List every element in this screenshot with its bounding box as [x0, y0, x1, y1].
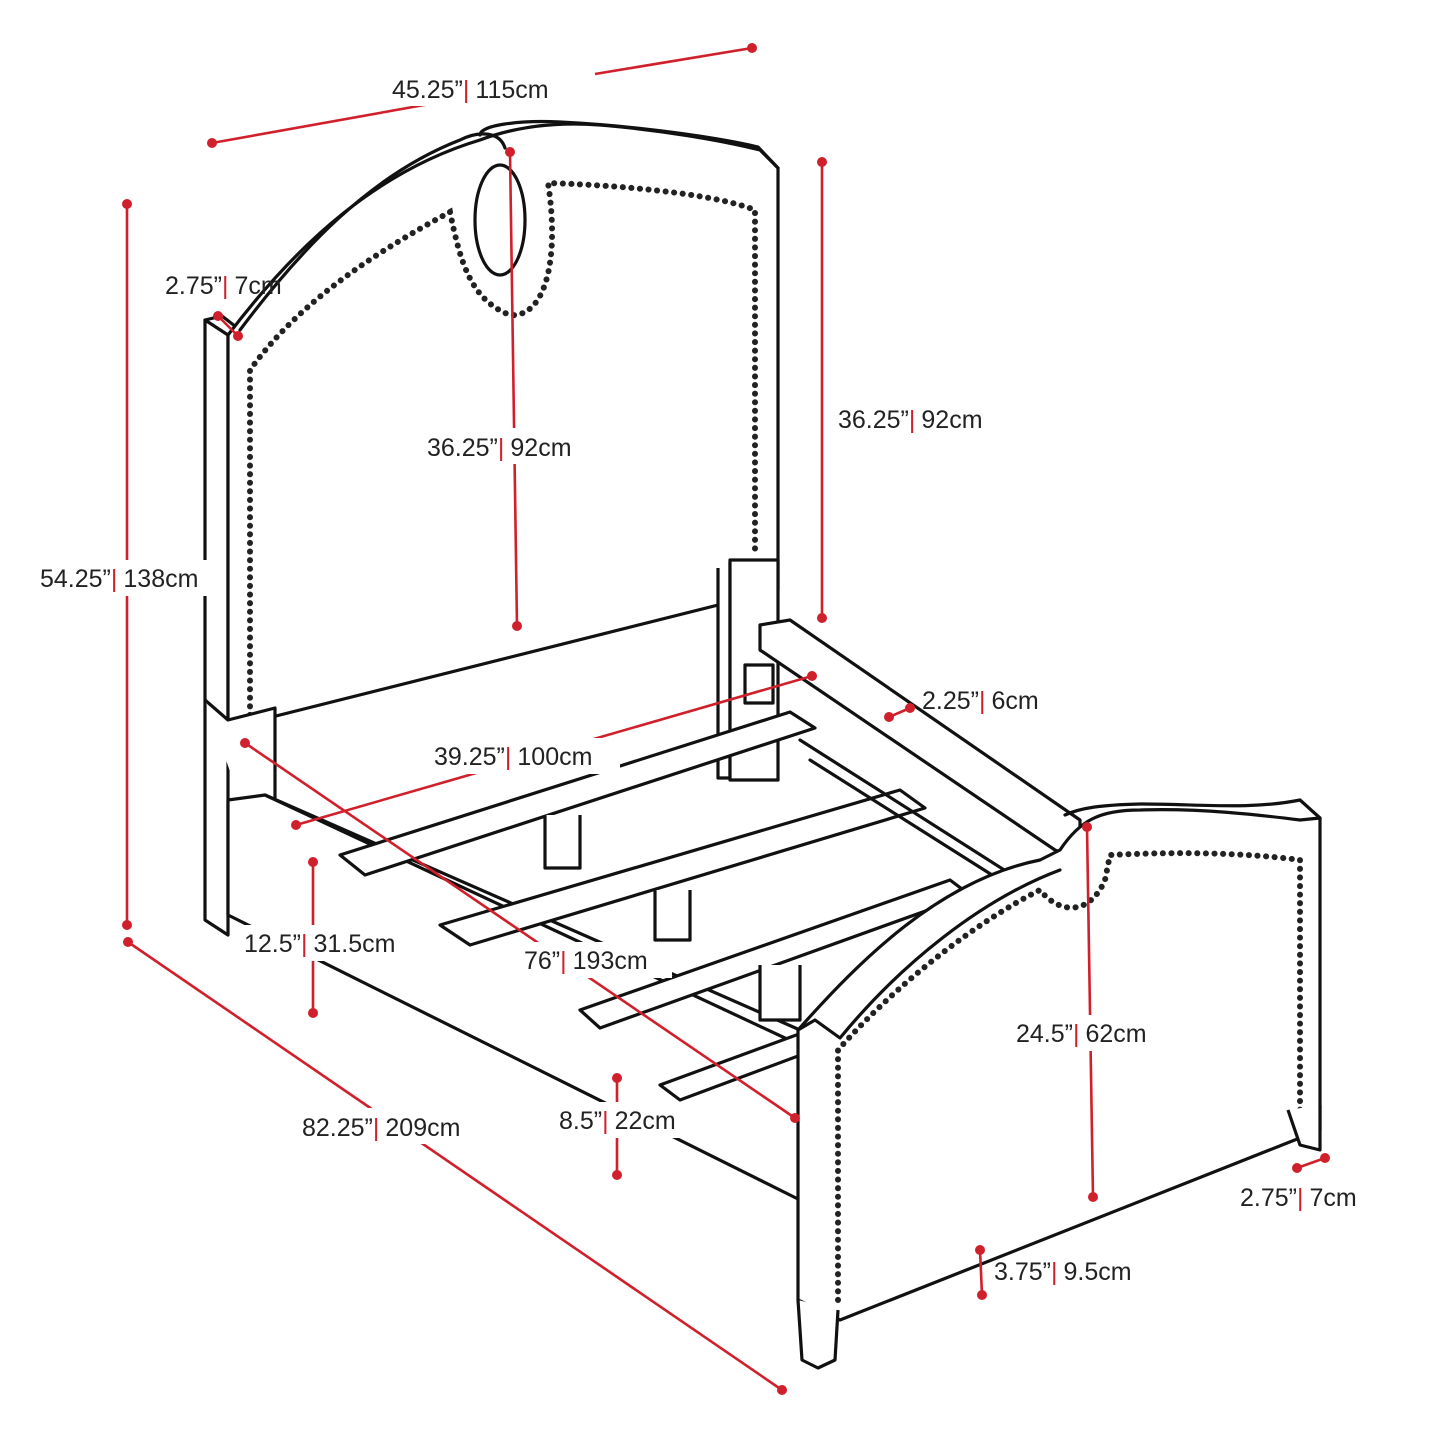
rail-bracket [743, 663, 775, 705]
headboard-left-post [203, 318, 230, 937]
leg-height-label: 3.75”|9.5cm [994, 1258, 1132, 1286]
center-support-beam [798, 738, 1022, 882]
footboard-height-label: 24.5”|62cm [1016, 1020, 1147, 1048]
slats [338, 710, 977, 1102]
footboard-nailhead-trim [835, 850, 1303, 1303]
headboard-scroll [473, 163, 527, 277]
bed-illustration [203, 120, 1322, 1370]
footboard-thickness-label: 2.75”|7cm [1240, 1184, 1357, 1212]
headboard-top-height-label: 36.25”|92cm [838, 406, 983, 434]
headboard-panel-height-label: 36.25”|92cm [427, 434, 572, 462]
headboard-thickness-label: 2.75”|7cm [165, 272, 282, 300]
overall-height-label: 54.25”|138cm [40, 565, 198, 593]
rail-height-label: 8.5”|22cm [559, 1107, 676, 1135]
footboard-top-edge [796, 798, 1322, 1040]
footboard-left-leg [796, 1299, 840, 1370]
footboard-panel [796, 808, 1322, 1322]
headboard-nailhead-trim [247, 179, 758, 718]
side-rail-thickness-label: 2.25”|6cm [922, 687, 1039, 715]
inner-length-label: 76”|193cm [524, 947, 648, 975]
footboard-right-leg [1286, 1105, 1322, 1152]
inner-width-label: 39.25”|100cm [434, 743, 592, 771]
under-bed-clearance-label: 12.5”|31.5cm [244, 930, 395, 958]
overall-length-label: 82.25”|209cm [302, 1114, 460, 1142]
headboard-panel [226, 122, 780, 722]
headboard-width-label: 45.25”|115cm [392, 76, 549, 104]
headboard-crest [238, 120, 780, 332]
dimension-labels: 45.25”|115cm 2.75”|7cm 36.25”|92cm 36.25… [36, 70, 1357, 1286]
